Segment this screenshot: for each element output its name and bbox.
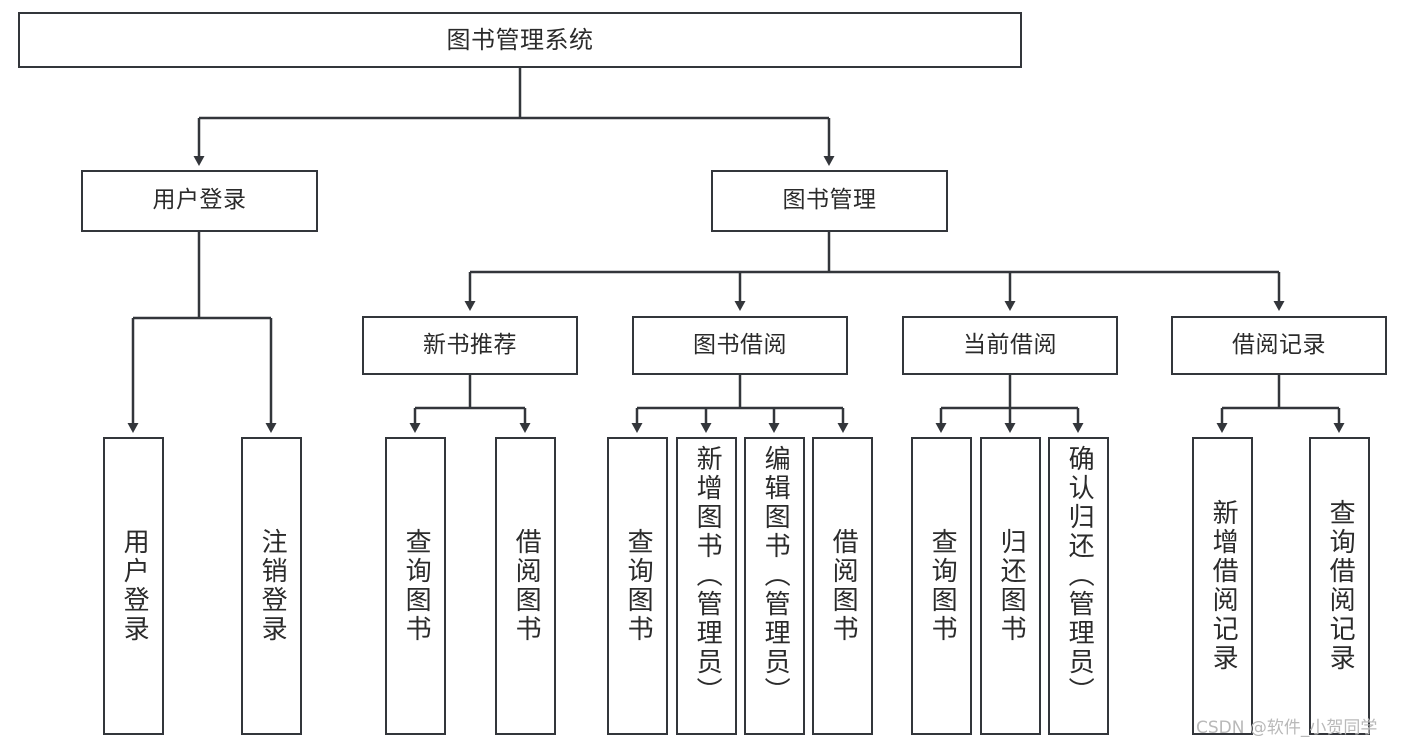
node-leaf-add-book-admin[interactable]: 新增图书（管理员） [676,437,737,735]
node-label: 归还图书 [996,528,1027,644]
node-borrow-record[interactable]: 借阅记录 [1171,316,1387,375]
node-label: 查询图书 [927,528,958,644]
node-label: 图书借阅 [693,331,787,358]
node-label: 新书推荐 [423,331,517,358]
csdn-watermark: CSDN @软件_小贺同学 [1196,718,1378,738]
node-leaf-logout[interactable]: 注销登录 [241,437,302,735]
node-label: 借阅图书 [828,528,859,644]
node-label: 用户登录 [119,528,150,644]
node-label: 当前借阅 [963,331,1057,358]
node-leaf-user-login[interactable]: 用户登录 [103,437,164,735]
node-root-library-system[interactable]: 图书管理系统 [18,12,1022,68]
node-label: 借阅图书 [511,528,542,644]
node-label: 查询图书 [623,528,654,644]
node-label: 新增借阅记录 [1208,499,1239,673]
node-leaf-confirm-return-admin[interactable]: 确认归还（管理员） [1048,437,1109,735]
node-label: 编辑图书（管理员） [760,445,791,706]
node-user-login[interactable]: 用户登录 [81,170,318,232]
node-leaf-borrow-book-1[interactable]: 借阅图书 [495,437,556,735]
node-leaf-borrow-book-2[interactable]: 借阅图书 [812,437,873,735]
node-leaf-query-book-2[interactable]: 查询图书 [607,437,668,735]
node-label: 查询借阅记录 [1325,499,1356,673]
node-label: 新增图书（管理员） [692,445,723,706]
node-book-management[interactable]: 图书管理 [711,170,948,232]
node-label: 查询图书 [401,528,432,644]
node-leaf-return-book[interactable]: 归还图书 [980,437,1041,735]
node-current-borrow[interactable]: 当前借阅 [902,316,1118,375]
node-leaf-query-book-1[interactable]: 查询图书 [385,437,446,735]
node-label: 确认归还（管理员） [1064,445,1095,706]
node-book-borrow[interactable]: 图书借阅 [632,316,848,375]
node-label: 图书管理系统 [446,25,594,54]
node-leaf-query-book-3[interactable]: 查询图书 [911,437,972,735]
node-label: 借阅记录 [1232,331,1326,358]
node-leaf-add-borrow-record[interactable]: 新增借阅记录 [1192,437,1253,735]
node-new-book-recommend[interactable]: 新书推荐 [362,316,578,375]
node-label: 图书管理 [782,187,877,214]
node-leaf-query-borrow-record[interactable]: 查询借阅记录 [1309,437,1370,735]
node-label: 用户登录 [152,187,247,214]
node-label: 注销登录 [257,528,288,644]
node-leaf-edit-book-admin[interactable]: 编辑图书（管理员） [744,437,805,735]
